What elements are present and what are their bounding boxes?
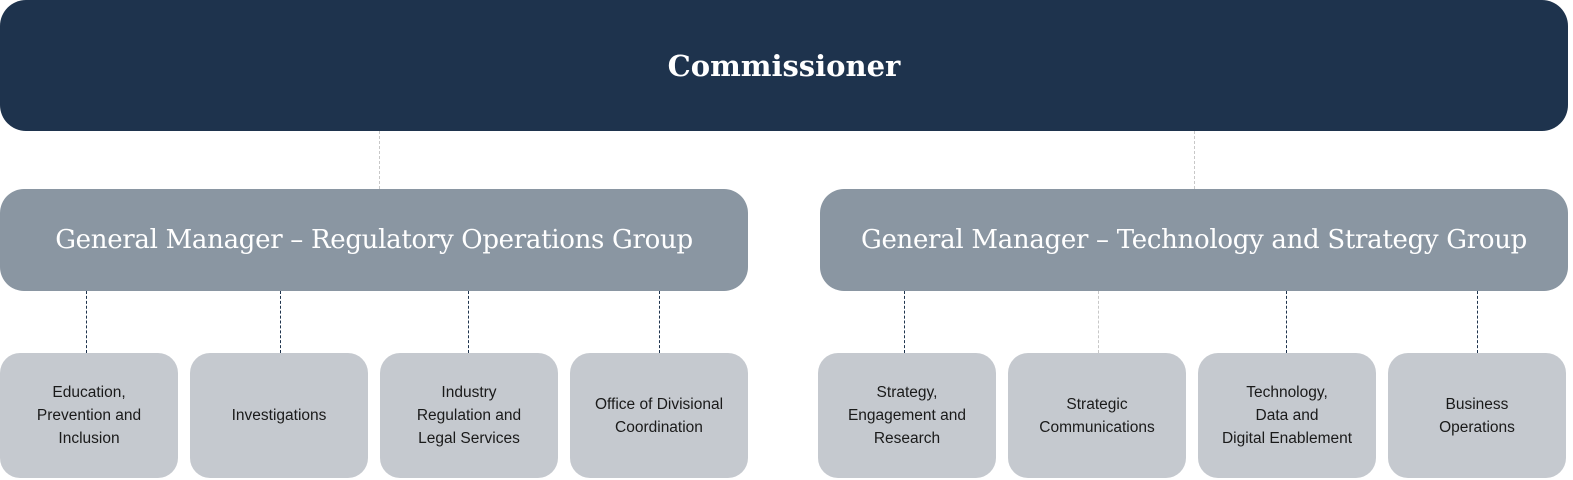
unit-label: Education, Prevention and Inclusion bbox=[36, 384, 142, 447]
unit-strategy-engagement-research: Strategy, Engagement and Research bbox=[818, 353, 996, 478]
group-technology-strategy: General Manager – Technology and Strateg… bbox=[820, 189, 1568, 291]
unit-label: Office of Divisional Coordination bbox=[594, 395, 724, 436]
unit-label: Strategic Communications bbox=[1039, 395, 1155, 436]
connector bbox=[86, 291, 87, 353]
unit-label: Technology, Data and Digital Enablement bbox=[1221, 384, 1353, 447]
unit-label: Business Operations bbox=[1439, 395, 1515, 436]
connector bbox=[1098, 291, 1099, 353]
connector bbox=[1477, 291, 1478, 353]
unit-label: Strategy, Engagement and Research bbox=[847, 384, 967, 447]
unit-industry-regulation-legal: Industry Regulation and Legal Services bbox=[380, 353, 558, 478]
unit-strategic-communications: Strategic Communications bbox=[1008, 353, 1186, 478]
unit-office-divisional-coordination: Office of Divisional Coordination bbox=[570, 353, 748, 478]
connector-commissioner-regulatory bbox=[379, 131, 380, 189]
connector bbox=[1286, 291, 1287, 353]
unit-business-operations: Business Operations bbox=[1388, 353, 1566, 478]
group-title: General Manager – Technology and Strateg… bbox=[860, 225, 1528, 255]
connector bbox=[280, 291, 281, 353]
unit-technology-data-digital: Technology, Data and Digital Enablement bbox=[1198, 353, 1376, 478]
group-regulatory-operations: General Manager – Regulatory Operations … bbox=[0, 189, 748, 291]
unit-label: Investigations bbox=[231, 407, 327, 424]
connector bbox=[659, 291, 660, 353]
connector bbox=[468, 291, 469, 353]
unit-education-prevention-inclusion: Education, Prevention and Inclusion bbox=[0, 353, 178, 478]
connector bbox=[904, 291, 905, 353]
unit-investigations: Investigations bbox=[190, 353, 368, 478]
group-title: General Manager – Regulatory Operations … bbox=[55, 225, 693, 255]
commissioner-label: Commissioner bbox=[667, 48, 901, 83]
unit-label: Industry Regulation and Legal Services bbox=[416, 384, 522, 447]
connector-commissioner-technology bbox=[1194, 131, 1195, 189]
commissioner-box: Commissioner bbox=[0, 0, 1568, 131]
